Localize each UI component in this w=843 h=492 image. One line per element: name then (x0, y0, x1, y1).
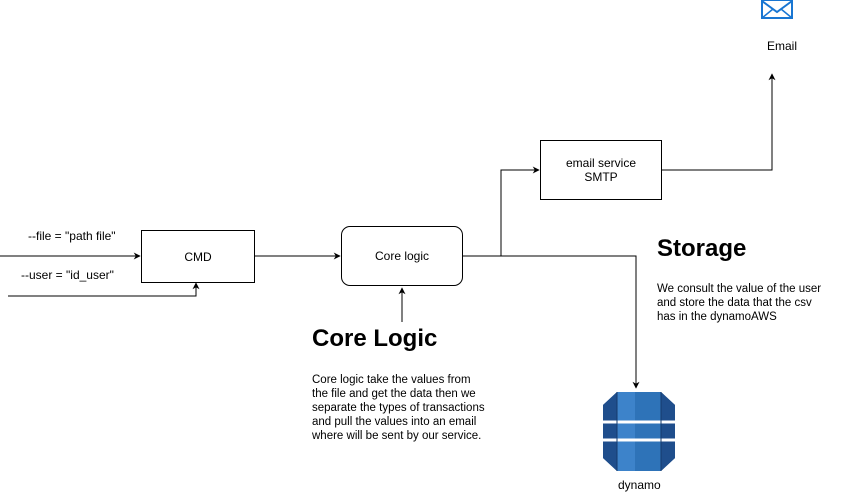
storage-note-line: We consult the value of the user (657, 283, 822, 295)
envelope-icon (761, 0, 793, 19)
email-service-box[interactable]: email service SMTP (540, 140, 662, 200)
cmd-box[interactable]: CMD (141, 230, 255, 283)
storage-note-line: has in the dynamoAWS (657, 311, 777, 323)
email-service-label: email service (565, 156, 637, 170)
core-logic-note-line: separate the types of transactions (312, 402, 485, 414)
core-logic-note-text: Core logic take the values from the file… (312, 373, 485, 443)
storage-note-title: Storage (657, 235, 747, 262)
email-service-protocol: SMTP (584, 170, 618, 184)
core-logic-note-line: and pull the values into an email (312, 416, 477, 428)
email-label: Email (767, 39, 798, 53)
user-input-arrow (8, 282, 200, 297)
user-arg-label: --user = "id_user" (21, 268, 114, 282)
core-to-dynamo-arrow (463, 255, 640, 389)
core-logic-note-line: Core logic take the values from (312, 374, 471, 386)
core-to-email-service-arrow (463, 166, 540, 257)
core-logic-note-line: the file and get the data then we (312, 388, 476, 400)
core-logic-box[interactable]: Core logic (341, 226, 463, 286)
cmd-label: CMD (184, 249, 212, 264)
storage-note-line: and store the data that the csv (657, 297, 812, 309)
core-logic-label: Core logic (374, 249, 430, 263)
core-logic-note-title: Core Logic (312, 325, 438, 352)
storage-note-text: We consult the value of the user and sto… (657, 282, 821, 324)
file-arg-label: --file = "path file" (28, 229, 116, 243)
email-service-to-email-arrow (662, 73, 776, 171)
dynamodb-icon (603, 392, 675, 471)
core-logic-note-line: where will be sent by our service. (312, 430, 482, 442)
dynamo-label: dynamo (618, 478, 661, 492)
